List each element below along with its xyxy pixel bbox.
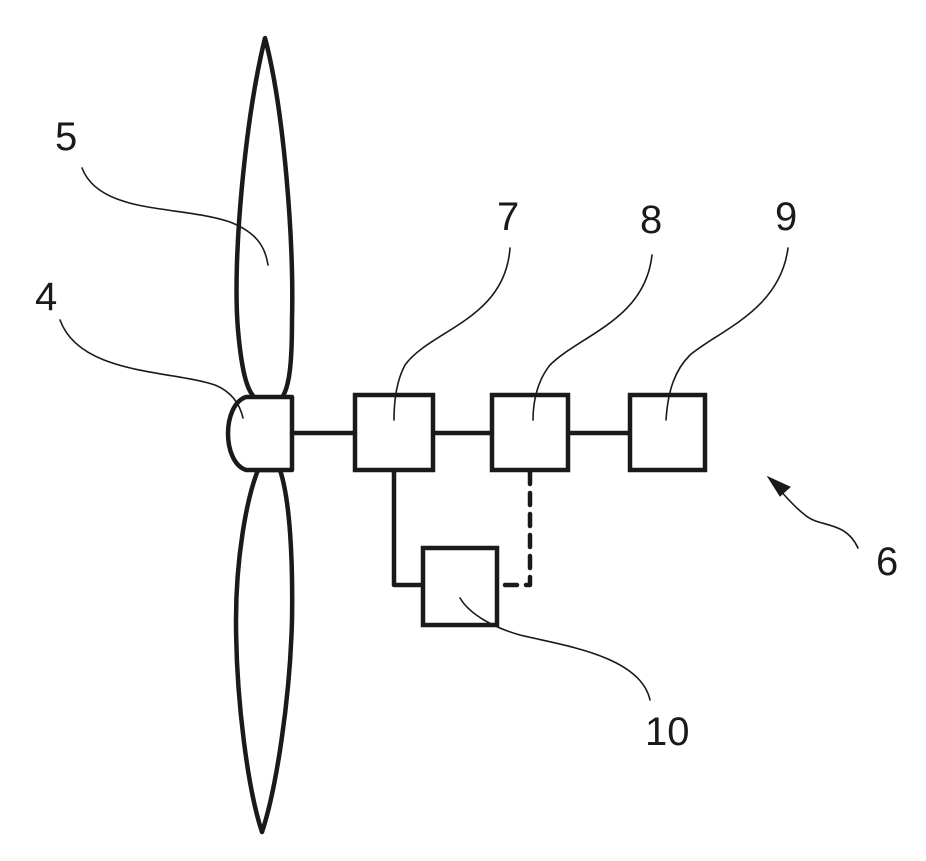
hub	[228, 397, 292, 470]
label-10: 10	[645, 710, 690, 754]
box-10	[423, 548, 497, 625]
label-9: 9	[775, 195, 797, 239]
link-7-10	[394, 470, 423, 585]
label-7: 7	[497, 195, 519, 239]
label-8: 8	[640, 198, 662, 242]
label-4: 4	[35, 275, 57, 319]
label-5: 5	[55, 115, 77, 159]
arrow-6-head	[768, 477, 790, 496]
lower-blade	[236, 470, 292, 832]
label-6: 6	[876, 540, 898, 584]
upper-blade	[237, 38, 293, 400]
leader-4	[60, 320, 243, 418]
arrow-6-curve	[775, 485, 858, 548]
box-8	[492, 395, 568, 470]
dashed-link-8-10	[497, 472, 530, 585]
